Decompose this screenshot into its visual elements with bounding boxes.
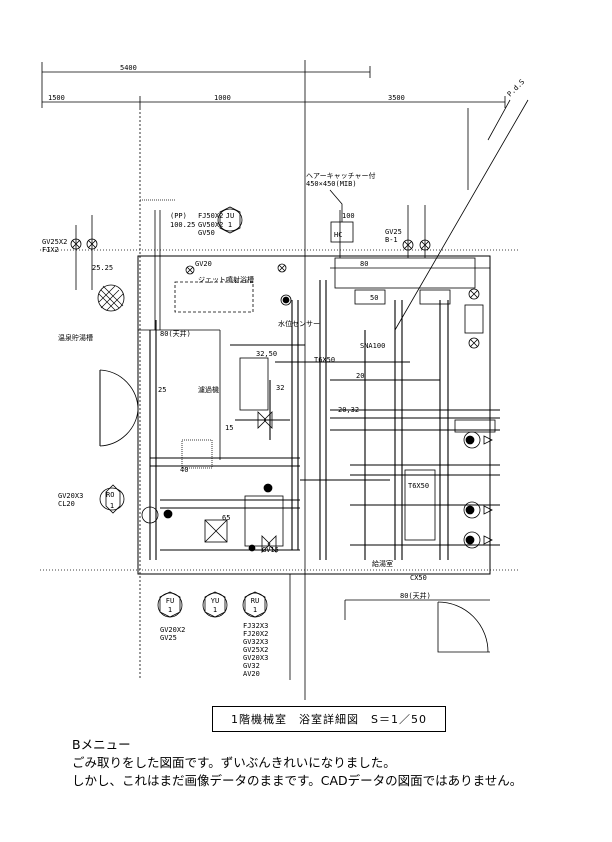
label-80-ceiling-b: 80(天井) bbox=[400, 591, 431, 600]
dim-pds: P.d.S bbox=[506, 78, 527, 99]
label-gv25x2: GV25X2 bbox=[42, 238, 67, 246]
meter-label-ju-1: 1 bbox=[228, 221, 232, 229]
label-80: 80 bbox=[360, 260, 368, 268]
label-gv15: GV15 bbox=[262, 546, 279, 554]
meter-label-ru: RU bbox=[251, 597, 259, 605]
label-pp: (PP) bbox=[170, 212, 187, 220]
label-40: 40 bbox=[180, 466, 188, 474]
label-gv25: GV25 bbox=[385, 228, 402, 236]
label-65: 65 bbox=[222, 514, 230, 522]
label-20-32: 20,32 bbox=[338, 406, 359, 414]
meter-label-fu: FU bbox=[166, 597, 174, 605]
fu-spec-2: GV25 bbox=[160, 634, 177, 642]
label-filter: 濾過機 bbox=[198, 385, 219, 394]
dim-2: 1000 bbox=[214, 94, 231, 102]
ru-spec-1: FJ20X2 bbox=[243, 630, 268, 638]
meter-labels: RO 1 FU 1 YU 1 RU 1 JU 1 bbox=[106, 212, 259, 614]
dim-total: 5400 bbox=[120, 64, 137, 72]
label-gv20: GV20 bbox=[195, 260, 212, 268]
label-cl20: CL20 bbox=[58, 500, 75, 508]
label-50: 50 bbox=[370, 294, 378, 302]
ru-spec-6: AV20 bbox=[243, 670, 260, 678]
meter-label-yu: YU bbox=[211, 597, 219, 605]
label-hair-catcher-size: 450×450(MIB) bbox=[306, 180, 357, 188]
caption-line-1: ごみ取りをした図面です。ずいぶんきれいになりました。 bbox=[72, 755, 396, 770]
meter-label-fu-1: 1 bbox=[168, 606, 172, 614]
drawing-title-box: 1階機械室 浴室詳細図 S＝1／50 bbox=[212, 706, 446, 732]
label-gv50: GV50 bbox=[198, 229, 215, 237]
label-20: 20 bbox=[356, 372, 364, 380]
label-hair-catcher: ヘアーキャッチャー付 bbox=[306, 171, 376, 180]
label-32-50: 32,50 bbox=[256, 350, 277, 358]
ru-spec-3: GV25X2 bbox=[243, 646, 268, 654]
dim-3: 3500 bbox=[388, 94, 405, 102]
label-p25: 25.25 bbox=[92, 264, 113, 272]
label-80-ceiling-a: 80(天井) bbox=[160, 329, 191, 338]
dim-labels: 5400 1500 1000 3500 P.d.S bbox=[48, 64, 526, 102]
caption-line-2: しかし、これはまだ画像データのままです。CADデータの図面ではありません。 bbox=[72, 773, 523, 788]
label-hot-water-room: 給湯室 bbox=[372, 559, 393, 568]
drawing-title: 1階機械室 浴室詳細図 S＝1／50 bbox=[231, 713, 427, 726]
ru-spec-4: GV20X3 bbox=[243, 654, 268, 662]
ru-spec-5: GV32 bbox=[243, 662, 260, 670]
label-b1: B-1 bbox=[385, 236, 398, 244]
meter-label-ju: JU bbox=[226, 212, 234, 220]
fu-spec-1: GV20X2 bbox=[160, 626, 185, 634]
label-15: 15 bbox=[225, 424, 233, 432]
label-t50: T6X50 bbox=[408, 482, 429, 490]
label-pp-val: 100.25 bbox=[170, 221, 195, 229]
pipe-labels: ヘアーキャッチャー付 450×450(MIB) HC ジェット噴射浴槽 水位セン… bbox=[42, 171, 431, 600]
label-25: 25 bbox=[158, 386, 166, 394]
label-hc: HC bbox=[334, 231, 342, 239]
label-t65: T6X50 bbox=[314, 356, 335, 364]
meter-label-ru-1: 1 bbox=[253, 606, 257, 614]
ru-spec-0: FJ32X3 bbox=[243, 622, 268, 630]
label-fix2: FIX2 bbox=[42, 246, 59, 254]
meter-symbols bbox=[105, 206, 266, 618]
label-100: 100 bbox=[342, 212, 355, 220]
meter-label-yu-1: 1 bbox=[213, 606, 217, 614]
meter-label-ro-1: 1 bbox=[110, 502, 114, 510]
dim-1: 1500 bbox=[48, 94, 65, 102]
label-hot-spring: 温泉貯湯槽 bbox=[58, 333, 93, 342]
label-gv50x2: GV50X2 bbox=[198, 221, 223, 229]
label-cu: CX50 bbox=[410, 574, 427, 582]
label-jet-bath: ジェット噴射浴槽 bbox=[198, 275, 254, 284]
label-water-sensor: 水位センサー bbox=[278, 319, 320, 328]
meter-label-ro: RO bbox=[106, 491, 114, 499]
label-32: 32 bbox=[276, 384, 284, 392]
ru-spec-2: GV32X3 bbox=[243, 638, 268, 646]
lamp-symbols bbox=[70, 238, 480, 349]
valve-lists: GV20X2 GV25 FJ32X3 FJ20X2 GV32X3 GV25X2 … bbox=[160, 622, 268, 678]
label-sna: SNA100 bbox=[360, 342, 385, 350]
label-gv20x3: GV20X3 bbox=[58, 492, 83, 500]
label-fj: FJ50X2 bbox=[198, 212, 223, 220]
caption-heading: Bメニュー bbox=[72, 737, 131, 752]
